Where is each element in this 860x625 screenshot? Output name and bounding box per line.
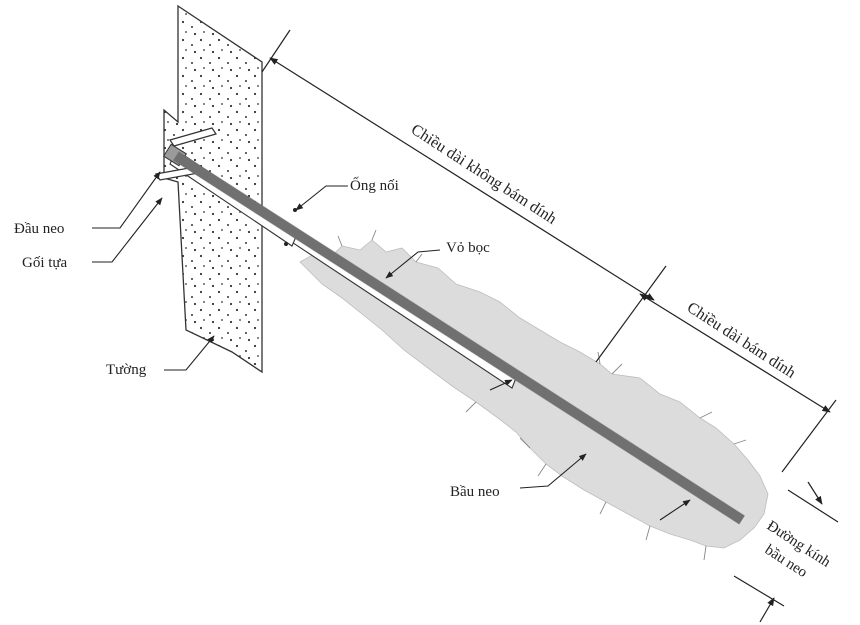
dimension-tick	[261, 29, 291, 73]
label-tuong: Tường	[106, 362, 147, 378]
label-ong-noi: Ống nối	[350, 176, 399, 194]
unbonded-dimension-line	[269, 57, 655, 301]
leader-vo-boc-inner	[489, 379, 513, 391]
label-dau-neo: Đầu neo	[14, 221, 64, 237]
diameter-tick	[787, 489, 839, 523]
leader-ong-noi	[295, 185, 348, 211]
label-bau-neo: Bầu neo	[450, 484, 500, 500]
label-vo-boc: Vỏ bọc	[446, 240, 490, 256]
label-unbonded-length: Chiều dài không bám dính	[408, 121, 560, 228]
diameter-arrow	[759, 597, 775, 623]
bearing-plate	[169, 127, 217, 147]
dimension-tick	[781, 399, 837, 473]
leader-goi-tua	[92, 197, 163, 263]
diameter-tick	[733, 575, 785, 607]
bonded-dimension-line	[639, 293, 831, 413]
diameter-arrow	[807, 481, 823, 505]
coupler-dot	[284, 242, 288, 246]
leader-vo-boc	[385, 249, 441, 279]
label-goi-tua: Gối tựa	[22, 255, 68, 271]
leader-tuong	[164, 335, 215, 371]
leader-bau-neo-inner	[659, 499, 691, 521]
dimension-tick	[595, 265, 667, 363]
label-bonded-length: Chiều dài bám dính	[684, 299, 799, 382]
leader-bau-neo	[519, 453, 587, 489]
leader-dau-neo	[92, 171, 161, 229]
